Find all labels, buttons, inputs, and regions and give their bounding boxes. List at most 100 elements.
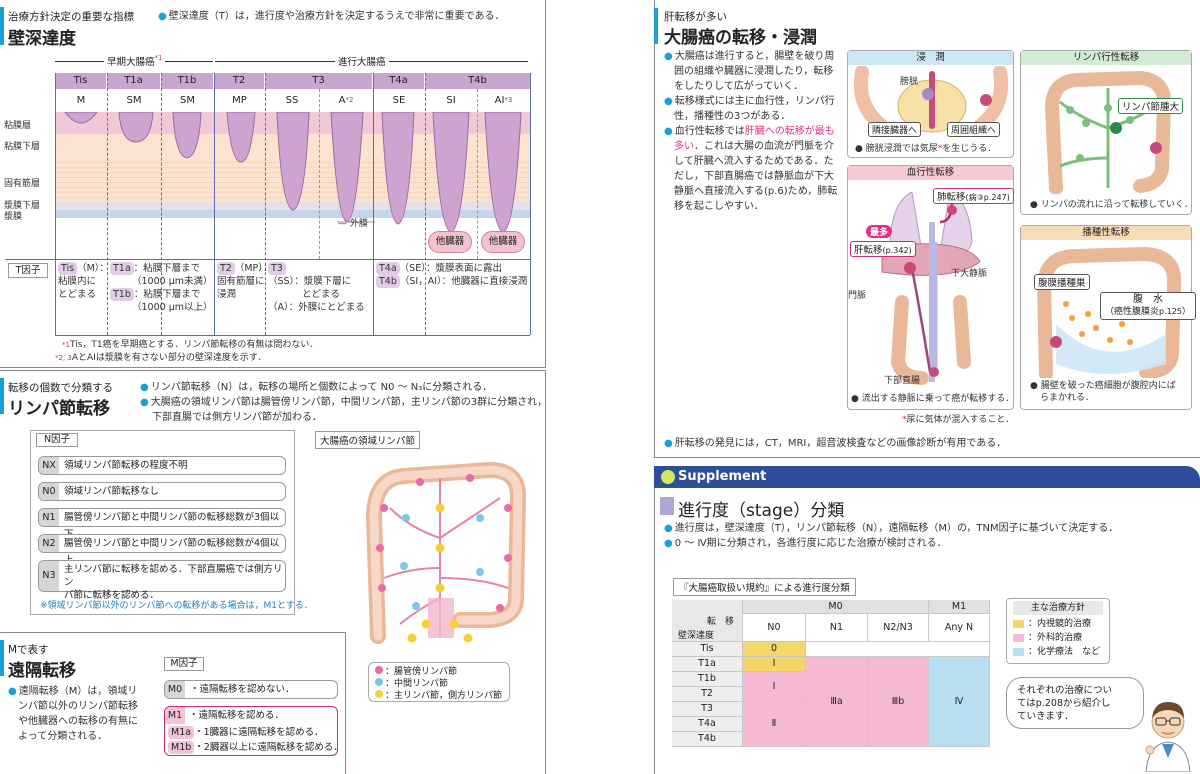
row-t3: T3 bbox=[672, 702, 743, 717]
lymph-kicker: 転移の個数で分類する bbox=[8, 382, 113, 394]
layer-label-serosa: 漿膜 bbox=[4, 212, 23, 222]
m-row-m1b: M1b・2臓器以上に遠隔転移を認める． bbox=[168, 741, 343, 754]
stage-t2: T2 bbox=[214, 73, 265, 89]
peritoneal-nodule-tag: 腹膜播種巣 bbox=[1034, 274, 1090, 290]
other-organ-ai: 他臓器 bbox=[481, 231, 525, 253]
tumor-t4b-si bbox=[432, 112, 470, 233]
col-line-1 bbox=[107, 73, 108, 335]
layer-label-mucosa: 粘膜層 bbox=[4, 121, 32, 131]
distant-bullet: ●遠隔転移（M）は，領域リ ンパ節以外のリンパ節転移 や他臓器への転移の有無に … bbox=[8, 686, 138, 742]
sub-ai: AI*3 bbox=[494, 95, 513, 106]
advanced-span-label: 進行大腸癌 bbox=[335, 54, 389, 68]
invasion-bladder: 膀胱 bbox=[900, 77, 919, 87]
liver-panel bbox=[654, 0, 1200, 458]
stage-bullet-2: ●0 ～ Ⅳ期に分類され，各進行度に応じた治療が検討される． bbox=[664, 538, 947, 549]
t3-divider bbox=[319, 89, 320, 259]
layer-label-muscularis: 固有筋層 bbox=[4, 179, 41, 189]
tfactor-label: T因子 bbox=[8, 263, 48, 278]
distant-kicker-bar bbox=[0, 640, 4, 676]
lymph-bullet-1: ●リンパ節転移（N）は，転移の場所と個数によって N0 ～ N₃に分類される． bbox=[140, 382, 493, 393]
stage-tis: Tis bbox=[55, 73, 107, 89]
col-line-4 bbox=[265, 73, 266, 335]
depth-kicker: 治療方針決定の重要な指標 bbox=[8, 11, 134, 23]
most-badge: 最多 bbox=[866, 225, 893, 238]
col-n1: N1 bbox=[806, 614, 868, 642]
invasion-note: ● 膀胱浸潤では気尿*を生じうる． bbox=[855, 144, 997, 154]
table-bottom-line bbox=[55, 335, 530, 336]
lymph-bullet-2: ●大腸癌の領域リンパ節は腸管傍リンパ節，中間リンパ節，主リンパ節の3群に分類され… bbox=[140, 397, 548, 423]
tumor-t1a bbox=[118, 112, 154, 143]
legend-paracolic: ：腸管傍リンパ節 bbox=[375, 666, 503, 678]
treatment-legend-title: 主な治療方針 bbox=[1013, 601, 1103, 615]
col-anyn: Any N bbox=[929, 614, 990, 642]
distant-title: 遠隔転移 bbox=[8, 661, 76, 681]
supplement-band bbox=[654, 466, 1200, 488]
liver-bullet-1: ●大腸癌は進行すると，腸壁を破り周囲の組織や臓器に浸潤したり，転移をしたりして広… bbox=[664, 51, 835, 92]
legend-surgical: ：外科的治療 bbox=[1013, 631, 1103, 645]
legend-endoscopic: ：内視鏡的治療 bbox=[1013, 617, 1103, 631]
treatment-legend: 主な治療方針 ：内視鏡的治療 ：外科的治療 ：化学療法 など bbox=[1006, 598, 1110, 664]
tfactor-tis: Tis（M）： 粘膜内にとどまる bbox=[58, 262, 110, 300]
liver-bullet-3: ●血行性転移では肝臓への転移が最も多い．これは大腸の血流が門脈を介して肝臓へ流入… bbox=[664, 126, 838, 212]
stage-iv-cell: Ⅳ bbox=[929, 657, 990, 747]
liver-meta-tag: 肝転移(p.342) bbox=[850, 241, 916, 257]
tumor-t3-ss bbox=[276, 112, 310, 211]
invasion-title: 浸 潤 bbox=[848, 51, 1013, 65]
peritoneal-note: ● 腸壁を破った癌細胞が腹腔内にばらまかれる． bbox=[1030, 381, 1176, 403]
stage-0-cell: 0 bbox=[743, 642, 806, 657]
col-line-5 bbox=[373, 73, 374, 335]
n-row-n2: N2腸管傍リンパ節と中間リンパ節の転移総数が4個以上 bbox=[38, 534, 286, 566]
ivc-label: 下大静脈 bbox=[951, 269, 988, 279]
legend-dot-pink bbox=[375, 666, 383, 674]
legend-swatch-blue bbox=[1013, 647, 1024, 656]
tumor-t2 bbox=[226, 112, 256, 163]
tfactor-row bbox=[5, 259, 530, 260]
row-t1b: T1b bbox=[672, 672, 743, 687]
portal-label: 門脈 bbox=[848, 291, 867, 301]
lymphatic-title: リンパ行性転移 bbox=[1021, 51, 1191, 65]
stage-t3: T3 bbox=[265, 73, 373, 89]
row-t1a: T1a bbox=[672, 657, 743, 672]
row-tis: Tis bbox=[672, 642, 743, 657]
tfactor-t4: T4a（SE）：漿膜表面に露出 T4b（SI，AI）：他臓器に直接浸潤 bbox=[376, 262, 527, 288]
m1-header: M1 bbox=[929, 600, 990, 614]
stage-table-title: 『大腸癌取扱い規約』による進行度分類 bbox=[673, 578, 856, 596]
hematogenous-illustration bbox=[881, 191, 981, 385]
col-line-6 bbox=[425, 73, 426, 335]
early-span-label: 早期大腸癌*1 bbox=[104, 54, 166, 68]
stage-i-endo-cell: Ⅰ bbox=[743, 657, 806, 672]
m-row-m1-text: ・遠隔転移を認める． bbox=[189, 710, 285, 721]
stage-t1a: T1a bbox=[107, 73, 161, 89]
liver-kicker: 肝転移が多い bbox=[664, 11, 727, 23]
row-t2: T2 bbox=[672, 687, 743, 702]
stage-title: 進行度（stage）分類 bbox=[678, 501, 845, 521]
stage-t4b: T4b bbox=[425, 73, 530, 89]
col-line-0 bbox=[55, 73, 56, 335]
lymph-nodes-blue bbox=[400, 514, 484, 610]
n-note: ※領域リンパ節以外のリンパ節への転移がある場合は，M1とする． bbox=[40, 601, 313, 611]
lymph-legend: ：腸管傍リンパ節 ：中間リンパ節 ：主リンパ節，側方リンパ節 bbox=[368, 662, 510, 702]
supplement-panel bbox=[654, 466, 1200, 774]
sub-m: M bbox=[76, 95, 86, 106]
lymph-nodes-pink bbox=[376, 474, 512, 612]
legend-intermediate: ：中間リンパ節 bbox=[375, 678, 503, 690]
sub-ss: SS bbox=[285, 95, 299, 106]
doctor-avatar-icon bbox=[1145, 702, 1191, 772]
row-t4a: T4a bbox=[672, 717, 743, 732]
m-factor-header: M因子 bbox=[164, 657, 204, 671]
supplement-icon bbox=[661, 470, 675, 484]
m-row-m1-code: M1 bbox=[165, 707, 185, 724]
sub-se: SE bbox=[392, 95, 406, 106]
other-organ-si: 他臓器 bbox=[428, 231, 472, 253]
legend-dot-yellow bbox=[375, 690, 383, 698]
col-n0: N0 bbox=[743, 614, 806, 642]
speech-bubble: それぞれの治療についてはp.208から紹介していきます． bbox=[1006, 677, 1144, 729]
stage-iiia-cell: Ⅲa bbox=[806, 657, 868, 747]
m-row-m1a: M1a・1臓器に遠隔転移を認める． bbox=[168, 726, 324, 739]
sub-sm-b: SM bbox=[180, 95, 195, 106]
peritoneal-illustration bbox=[1036, 246, 1182, 378]
stage-t4a: T4a bbox=[373, 73, 425, 89]
sub-mp: MP bbox=[232, 95, 247, 106]
